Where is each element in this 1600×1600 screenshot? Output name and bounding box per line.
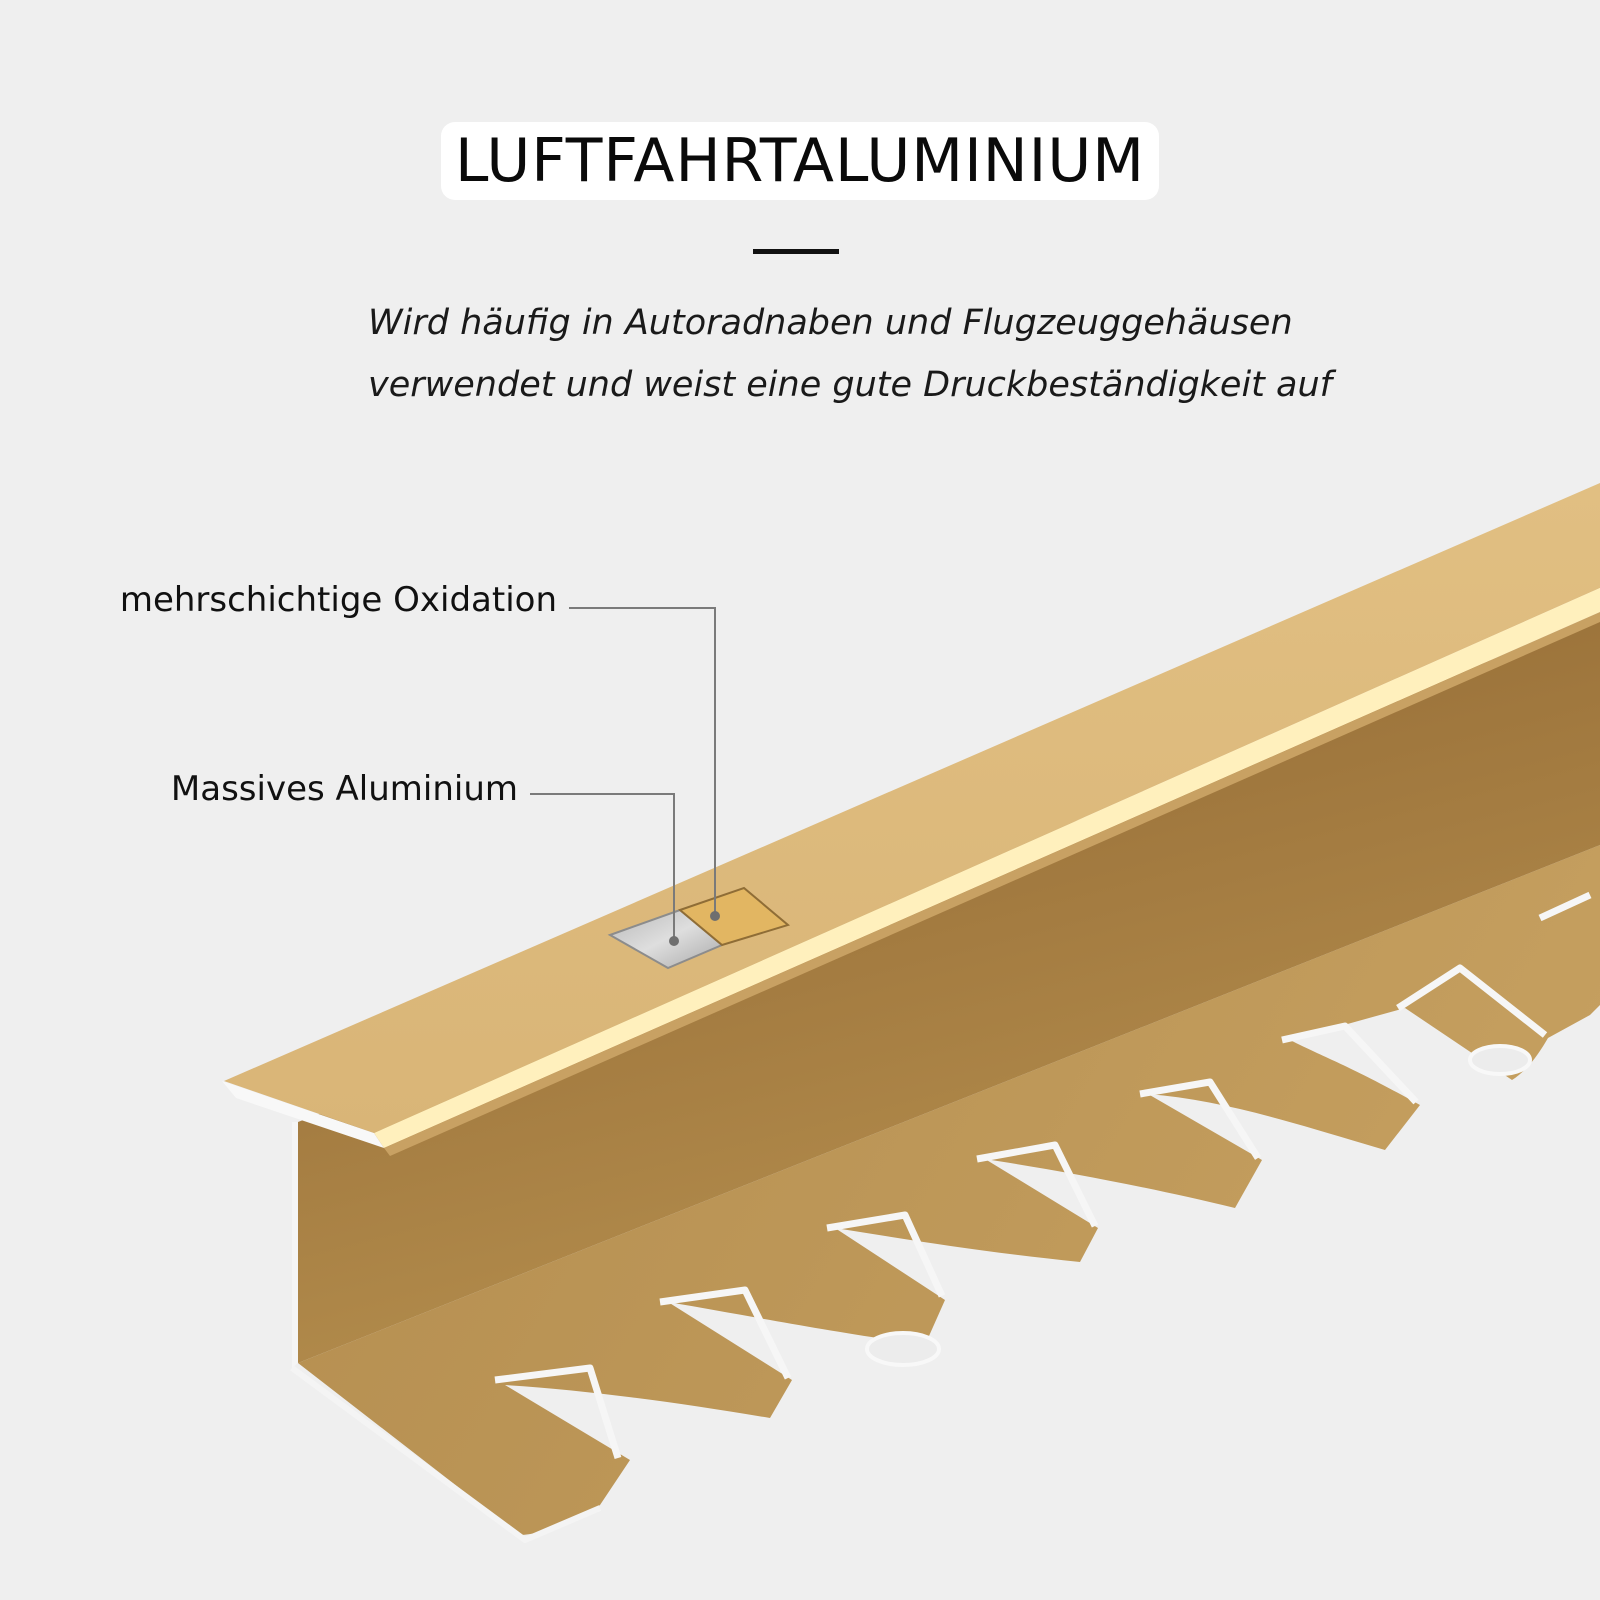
profile-top-flange <box>222 483 1600 1156</box>
title-underline <box>753 249 839 254</box>
aluminium-marker-dot <box>669 936 679 946</box>
profile-base <box>290 845 1600 1543</box>
callout-leader-lines <box>530 607 716 941</box>
subtitle-line-2: verwendet und weist eine gute Druckbestä… <box>368 365 1332 405</box>
subtitle: Wird häufig in Autoradnaben und Flugzeug… <box>368 292 1368 416</box>
profile-wall <box>292 618 1600 1368</box>
callout-aluminium-label: Massives Aluminium <box>170 769 518 809</box>
material-cross-section <box>607 886 791 970</box>
callout-oxidation-label: mehrschichtige Oxidation <box>119 580 557 620</box>
oxidation-marker-dot <box>710 911 720 921</box>
subtitle-line-1: Wird häufig in Autoradnaben und Flugzeug… <box>368 303 1293 343</box>
